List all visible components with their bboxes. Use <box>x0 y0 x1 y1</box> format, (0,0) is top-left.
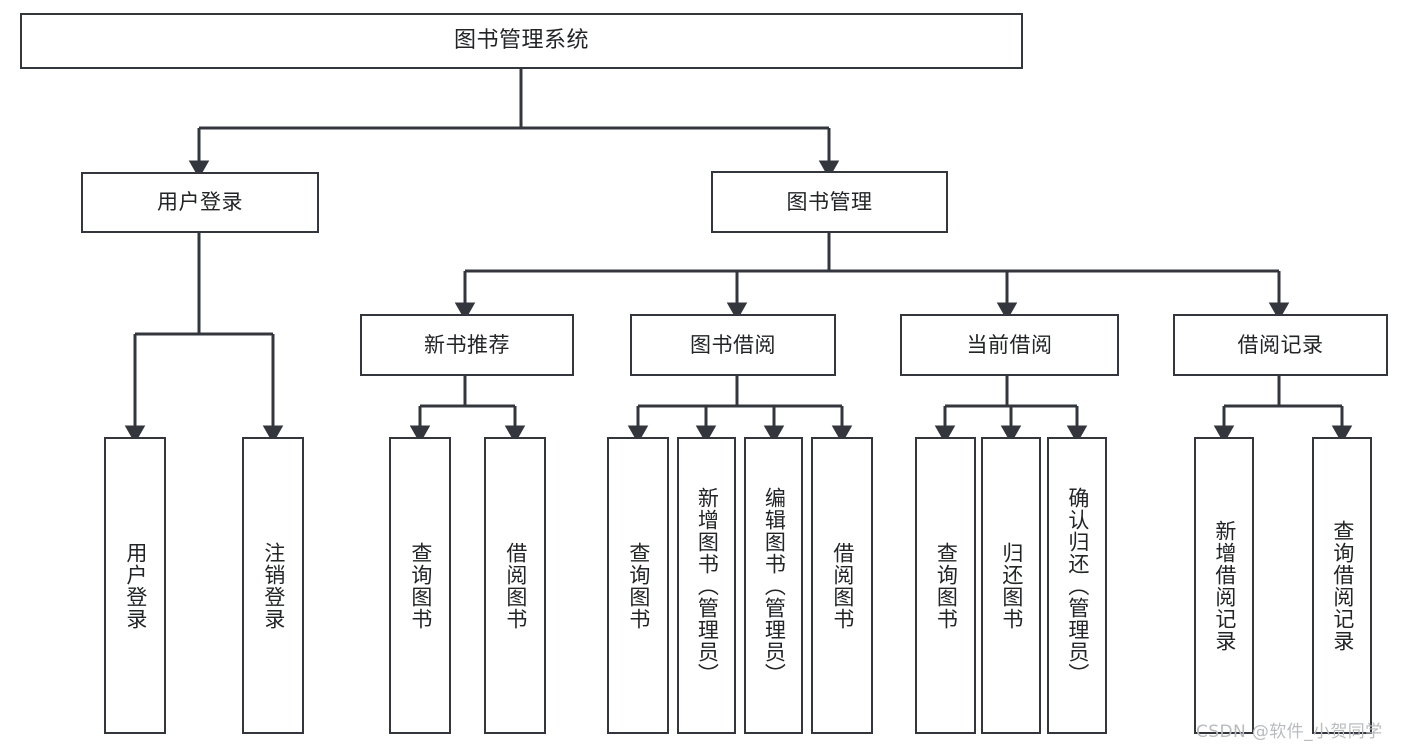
node-current-borrow-label: 当前借阅 <box>966 332 1053 357</box>
leaf-query-book-recommend-label: 查询图书 <box>408 541 433 630</box>
node-new-book-recommend[interactable]: 新书推荐 <box>360 314 574 376</box>
leaf-query-book-borrow[interactable]: 查询图书 <box>607 437 669 734</box>
leaf-add-borrow-record[interactable]: 新增借阅记录 <box>1194 437 1254 734</box>
node-user-login[interactable]: 用户登录 <box>81 172 319 233</box>
leaf-add-book-admin-label: 新增图书（管理员） <box>695 486 720 685</box>
leaf-confirm-return-admin-label: 确认归还（管理员） <box>1065 486 1090 685</box>
node-book-borrow[interactable]: 图书借阅 <box>630 314 836 376</box>
leaf-user-login[interactable]: 用户登录 <box>104 437 166 734</box>
leaf-edit-book-admin-label: 编辑图书（管理员） <box>762 486 787 685</box>
node-root[interactable]: 图书管理系统 <box>20 13 1023 69</box>
node-new-book-recommend-label: 新书推荐 <box>424 332 510 357</box>
leaf-borrow-book[interactable]: 借阅图书 <box>811 437 873 734</box>
node-borrow-record[interactable]: 借阅记录 <box>1173 314 1388 376</box>
leaf-confirm-return-admin[interactable]: 确认归还（管理员） <box>1047 437 1107 734</box>
leaf-query-borrow-record-label: 查询借阅记录 <box>1330 519 1355 652</box>
leaf-add-book-admin[interactable]: 新增图书（管理员） <box>677 437 736 734</box>
leaf-query-book-current-label: 查询图书 <box>934 541 959 630</box>
leaf-borrow-book-label: 借阅图书 <box>830 541 855 630</box>
leaf-user-login-label: 用户登录 <box>123 541 148 630</box>
node-current-borrow[interactable]: 当前借阅 <box>900 314 1119 376</box>
node-borrow-record-label: 借阅记录 <box>1237 332 1324 357</box>
leaf-borrow-book-recommend-label: 借阅图书 <box>503 541 528 630</box>
leaf-return-book-label: 归还图书 <box>999 541 1024 630</box>
node-book-borrow-label: 图书借阅 <box>690 332 776 357</box>
leaf-query-book-recommend[interactable]: 查询图书 <box>389 437 451 734</box>
leaf-query-book-current[interactable]: 查询图书 <box>915 437 976 734</box>
leaf-return-book[interactable]: 归还图书 <box>981 437 1041 734</box>
leaf-add-borrow-record-label: 新增借阅记录 <box>1212 519 1237 652</box>
node-root-label: 图书管理系统 <box>453 28 589 54</box>
leaf-edit-book-admin[interactable]: 编辑图书（管理员） <box>744 437 803 734</box>
leaf-logout-label: 注销登录 <box>261 541 286 630</box>
leaf-logout[interactable]: 注销登录 <box>242 437 304 734</box>
node-book-management-label: 图书管理 <box>786 189 873 214</box>
leaf-query-book-borrow-label: 查询图书 <box>626 541 651 630</box>
watermark: CSDN @软件_小贺同学 <box>1196 722 1383 742</box>
leaf-query-borrow-record[interactable]: 查询借阅记录 <box>1312 437 1372 734</box>
leaf-borrow-book-recommend[interactable]: 借阅图书 <box>484 437 546 734</box>
node-book-management[interactable]: 图书管理 <box>711 171 948 233</box>
node-user-login-label: 用户登录 <box>157 190 243 215</box>
